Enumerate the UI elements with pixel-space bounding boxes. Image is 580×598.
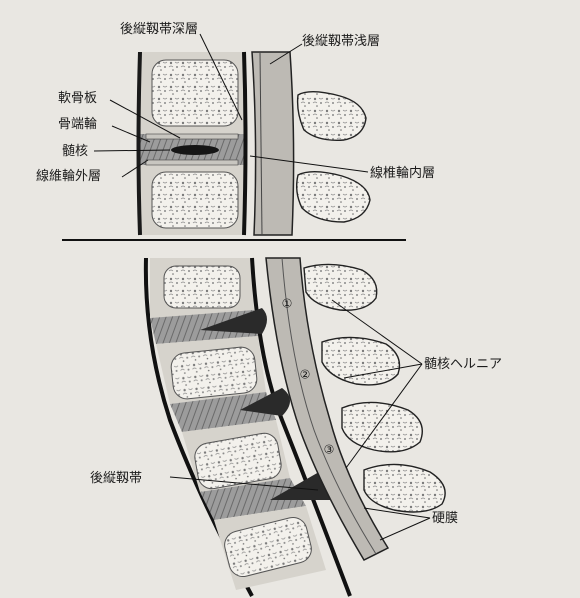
label-dura: 硬膜 <box>432 511 458 526</box>
label-pll: 後縦靱帯 <box>90 471 142 486</box>
posterior-element-b2 <box>322 337 400 384</box>
label-cartilage-plate: 軟骨板 <box>58 90 97 106</box>
posterior-element-b3 <box>342 402 422 451</box>
posterior-element-lower <box>297 172 370 222</box>
marker-1: ① <box>282 297 293 311</box>
label-nucleus: 髄核 <box>62 144 88 159</box>
label-pll-deep: 後縦靱帯深層 <box>120 22 198 37</box>
top-figure <box>139 52 371 235</box>
nucleus-pulposus <box>171 145 219 155</box>
posterior-element-upper <box>298 92 366 141</box>
bottom-figure: ① ② ③ <box>146 258 445 596</box>
label-ring-apophysis: 骨端輪 <box>58 116 97 132</box>
pll-superficial-band <box>252 52 294 235</box>
label-pll-superficial: 後縦靱帯浅層 <box>302 34 380 49</box>
label-herniation: 髄核ヘルニア <box>424 357 502 372</box>
label-annulus-outer: 線維輪外層 <box>36 168 101 184</box>
posterior-element-b1 <box>304 264 377 310</box>
marker-3: ③ <box>324 443 335 457</box>
posterior-element-b4 <box>364 464 445 512</box>
posterior-cortex-top <box>244 52 246 235</box>
marker-2: ② <box>300 368 311 382</box>
label-annulus-inner: 線椎輪内層 <box>370 165 435 181</box>
cartilage-plate <box>146 134 238 139</box>
